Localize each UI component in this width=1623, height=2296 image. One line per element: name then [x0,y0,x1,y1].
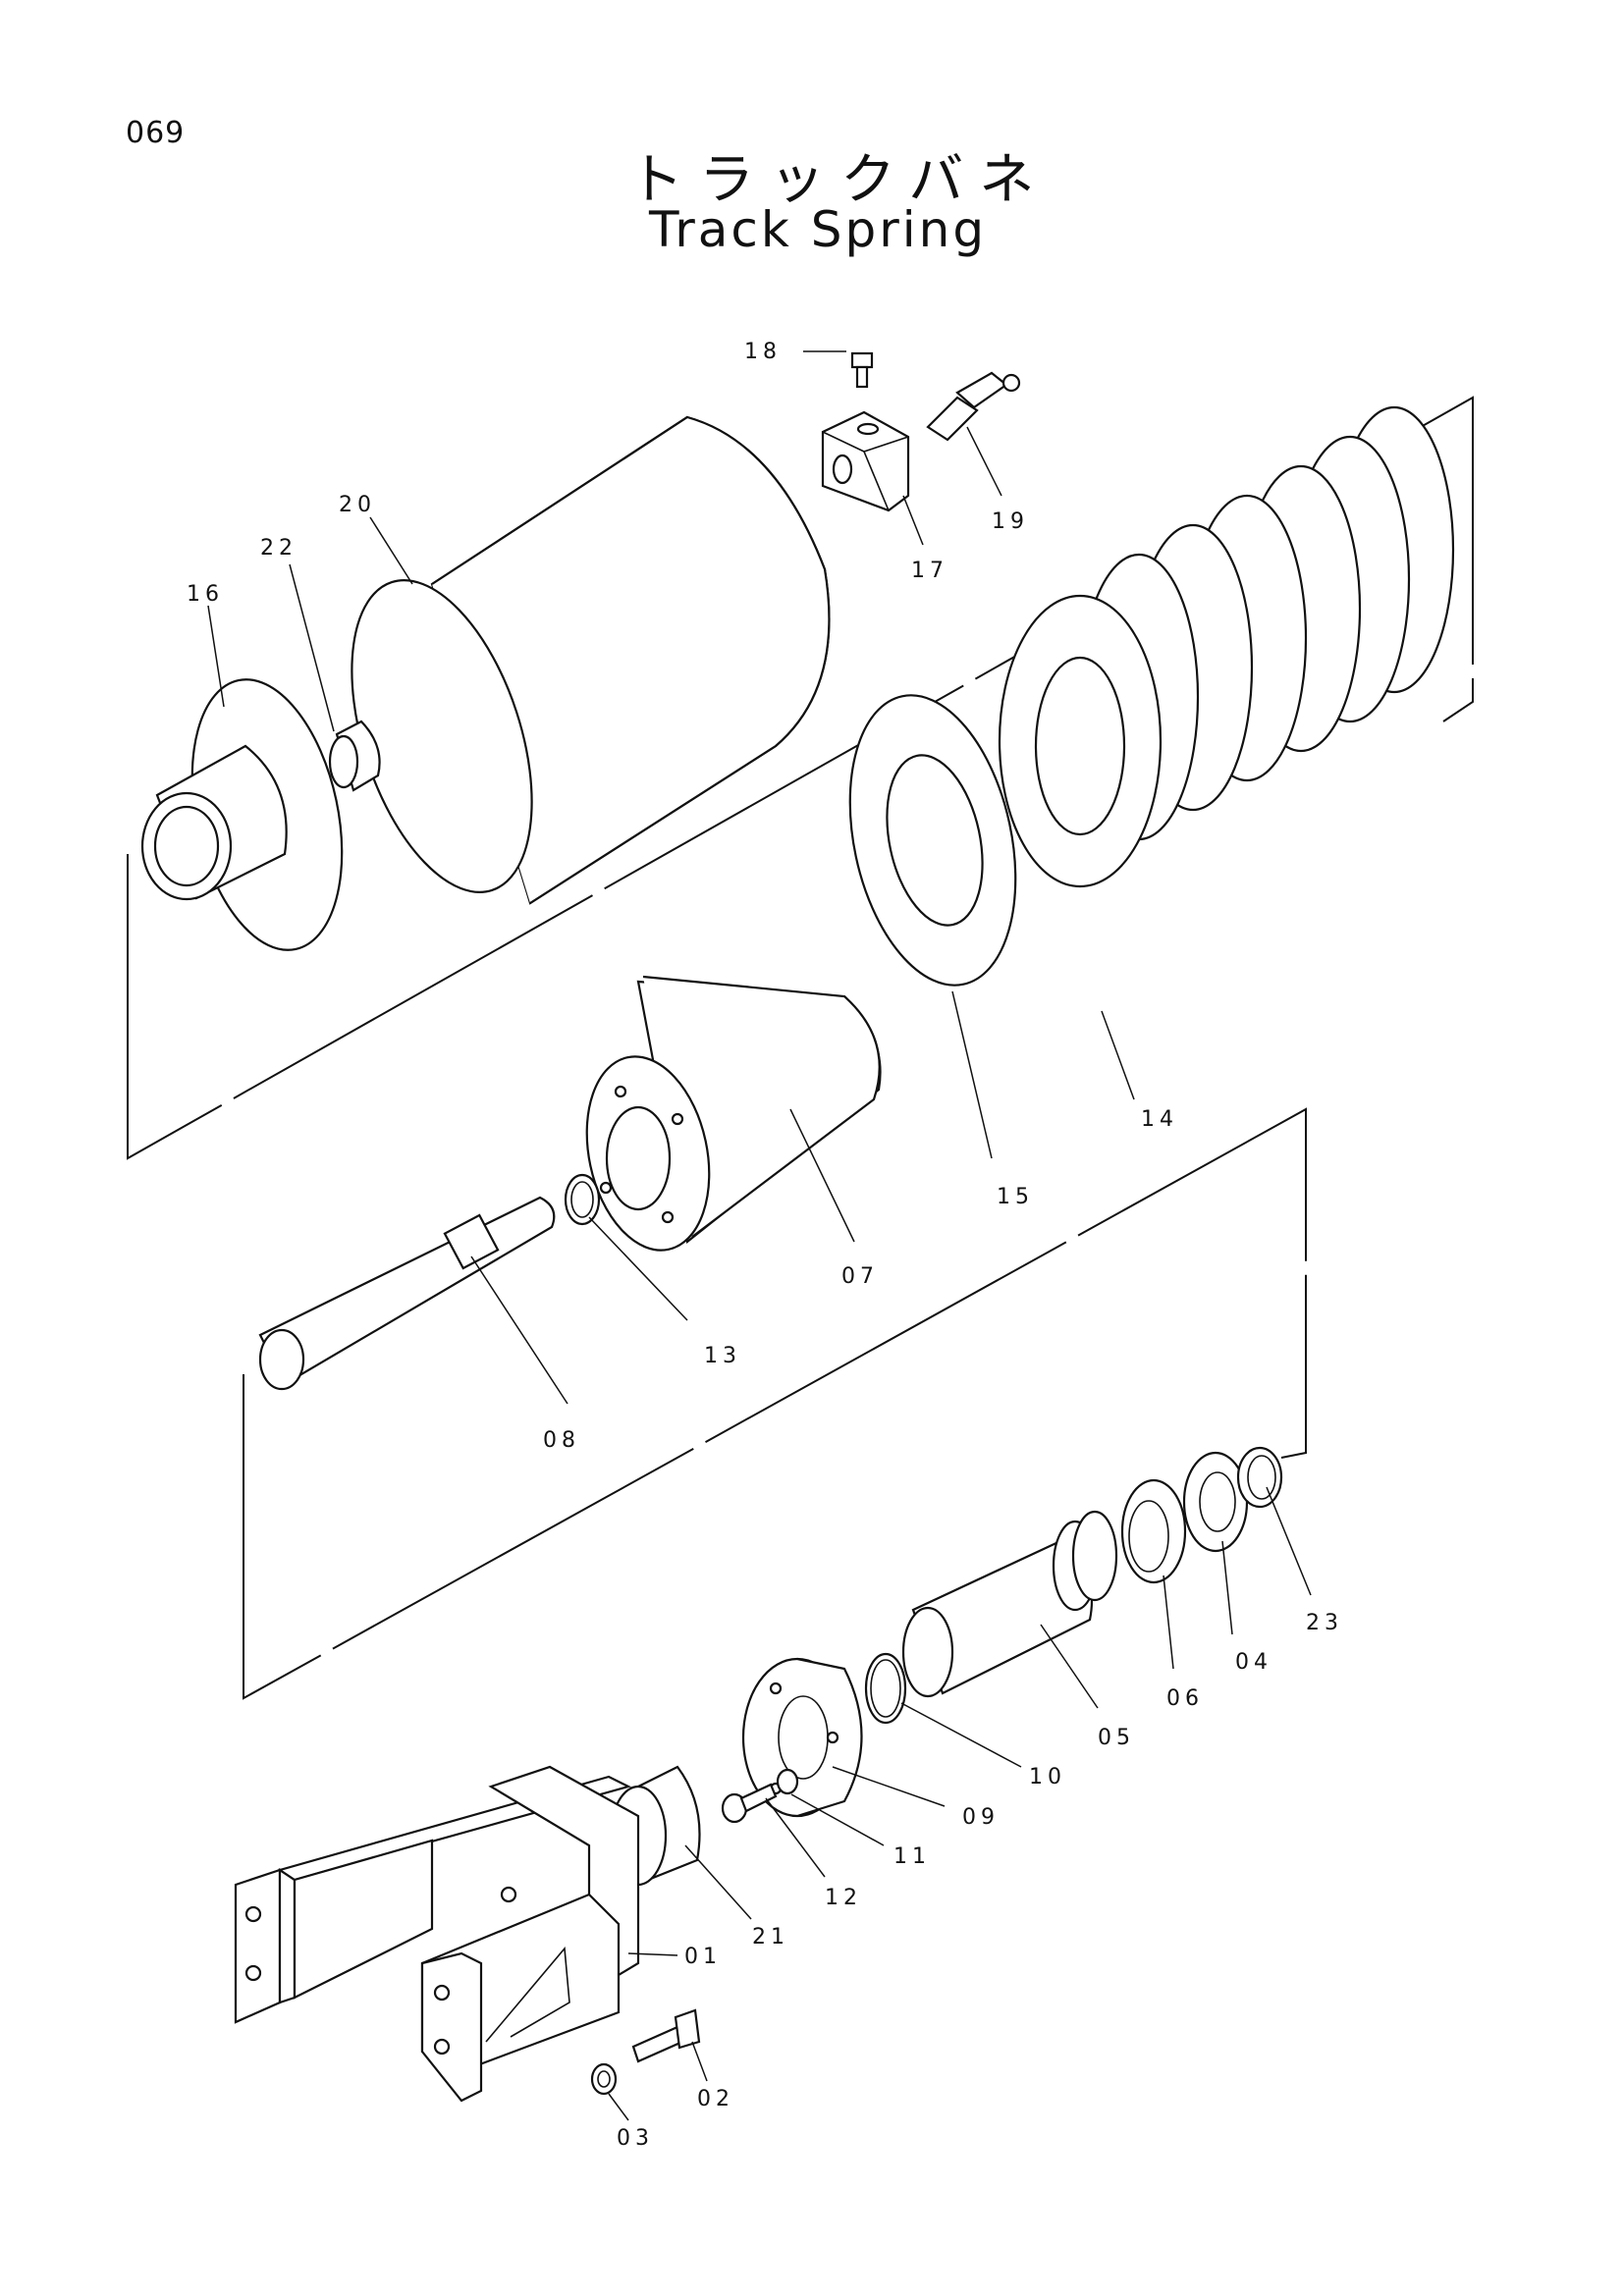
label-part-03: 03 [617,2126,654,2151]
label-part-01: 01 [684,1945,722,1969]
part-22-bushing [328,720,381,792]
part-08-rod [258,1196,556,1391]
part-09-end-cap [741,1657,863,1818]
label-part-11: 11 [893,1844,931,1869]
title-english: Track Spring [649,201,988,258]
assembly-frame-upper [127,396,1474,1160]
label-part-07: 07 [841,1264,879,1289]
part-12-bolt [721,1783,778,1824]
part-17-block [821,410,910,512]
part-01-bracket [234,1765,640,2103]
label-part-13: 13 [704,1344,741,1368]
part-03-washer [590,2062,618,2096]
label-part-05: 05 [1098,1726,1135,1750]
part-06-seal [1120,1478,1187,1584]
label-part-23: 23 [1306,1611,1343,1635]
part-10-o-ring [864,1652,907,1725]
part-18-plug [850,351,874,389]
part-02-bolt [631,2008,701,2063]
part-05-piston-rod [901,1510,1118,1698]
part-11-washer [776,1768,799,1795]
part-19-grease-fitting [926,371,1021,442]
label-part-19: 19 [992,509,1029,534]
label-part-20: 20 [339,493,376,517]
label-part-15: 15 [997,1185,1034,1209]
part-04-wiper-ring [1182,1451,1249,1553]
label-part-18: 18 [744,340,782,364]
label-part-10: 10 [1029,1765,1066,1789]
label-part-14: 14 [1141,1107,1178,1132]
label-part-06: 06 [1166,1686,1204,1711]
part-14-coil-spring [998,405,1455,888]
part-16-flange [140,678,344,951]
label-part-12: 12 [825,1886,862,1910]
label-part-22: 22 [260,536,298,561]
label-part-08: 08 [543,1428,580,1453]
label-part-04: 04 [1235,1650,1272,1675]
label-part-16: 16 [187,582,224,607]
label-part-21: 21 [752,1925,789,1949]
part-23-snap-ring [1236,1446,1283,1509]
label-part-09: 09 [962,1805,1000,1830]
assembly-frame-lower [243,1107,1307,1700]
part-20-cylinder-cover [351,415,831,905]
part-15-spacer-ring [848,694,1017,987]
page-number: 069 [126,116,186,150]
part-13-snap-ring [564,1173,601,1226]
label-part-02: 02 [697,2087,734,2111]
title-japanese: トラックバネ [628,148,1051,212]
part-07-cylinder [585,975,882,1252]
label-part-17: 17 [911,559,948,583]
